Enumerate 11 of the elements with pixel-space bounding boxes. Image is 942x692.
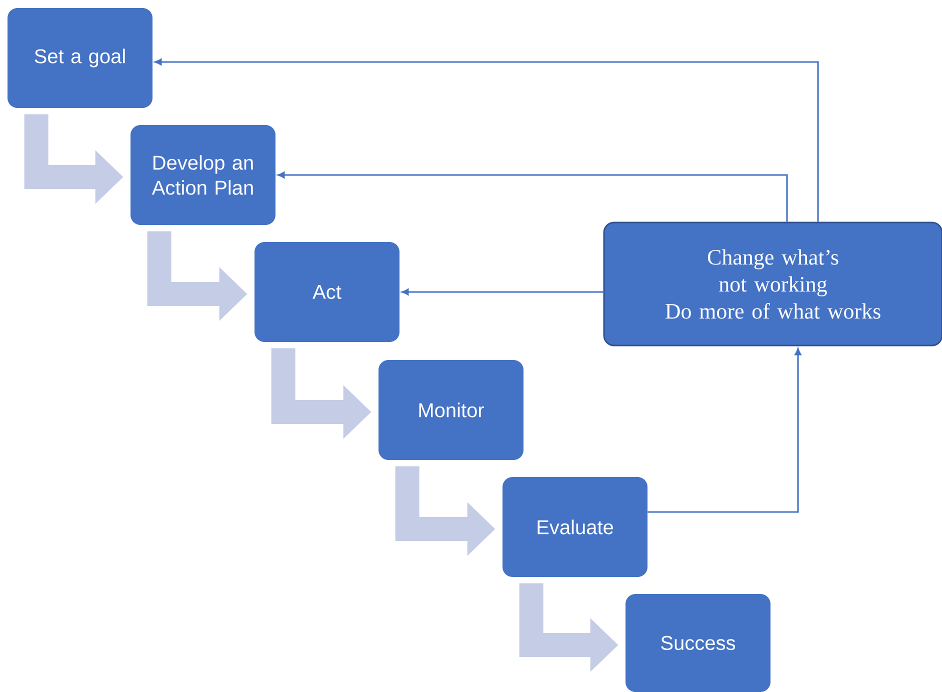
- arrow: [278, 172, 788, 222]
- process-box: Success: [626, 594, 770, 692]
- process-box: Evaluate: [502, 477, 648, 577]
- process-box: Act: [254, 242, 400, 342]
- arrow: [648, 348, 802, 513]
- note-box: Change what’s not working Do more of what works: [603, 222, 942, 346]
- process-box: Monitor: [378, 360, 524, 460]
- arrow: [402, 288, 604, 296]
- process-box: Develop an Action Plan: [130, 125, 276, 225]
- arrow: [154, 58, 819, 222]
- process-box: Set a goal: [8, 8, 152, 108]
